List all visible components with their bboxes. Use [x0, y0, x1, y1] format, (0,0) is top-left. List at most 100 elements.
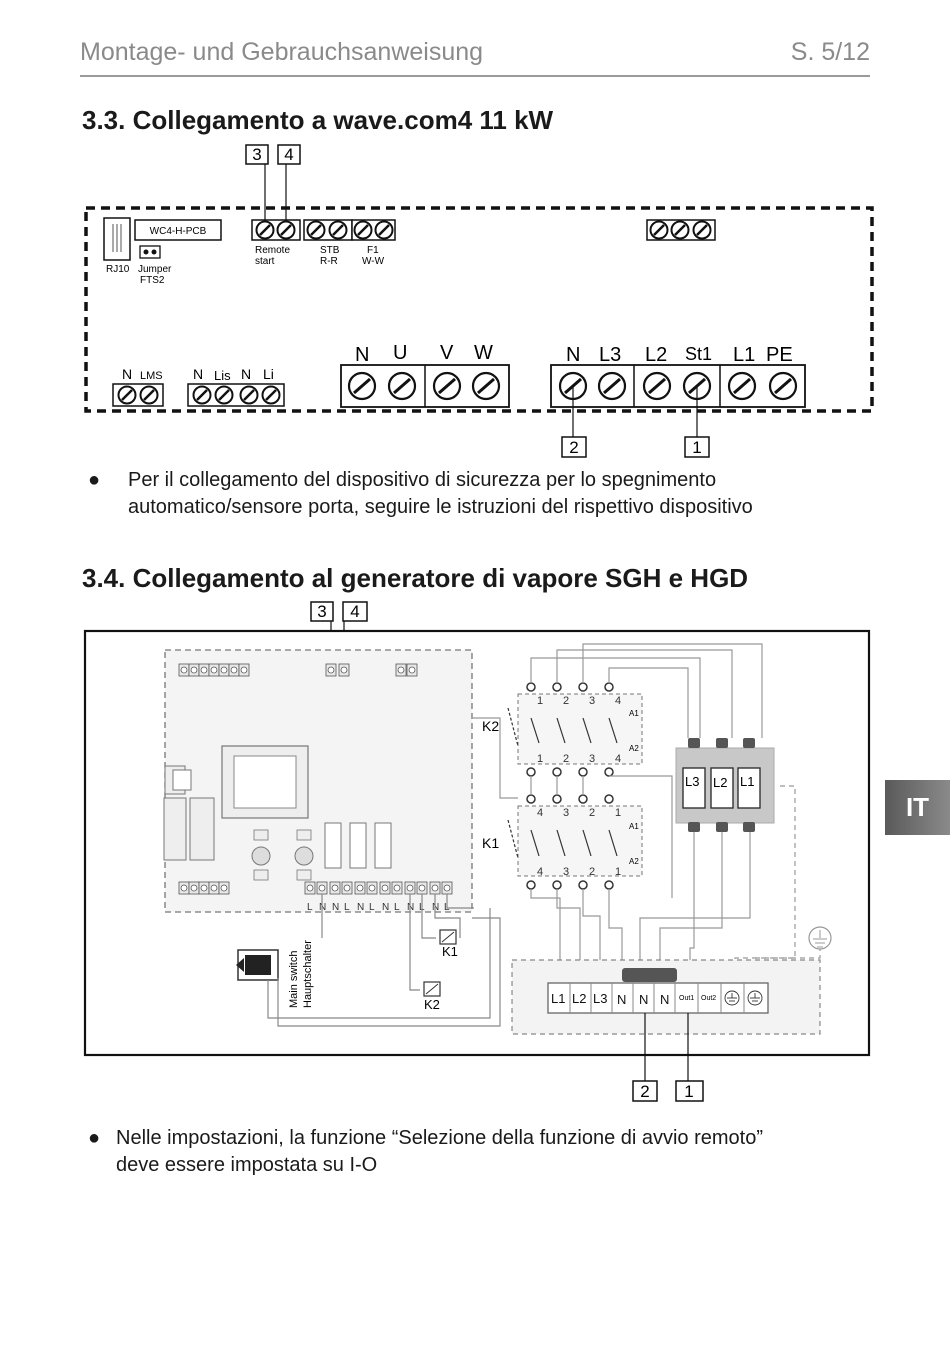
f1-label: F1	[367, 245, 379, 256]
section-3-4-title: 3.4. Collegamento al generatore di vapor…	[82, 563, 749, 593]
bullet-remote-start-setting: ● Nelle impostazioni, la funzione “Selez…	[88, 1125, 888, 1181]
nli-l-label: Li	[263, 366, 274, 382]
bullet-2-line-2: deve essere impostata su I-O	[116, 1154, 378, 1176]
k2-pole-4-bottom: 4	[615, 753, 621, 765]
k1-pole-3-bottom: 3	[563, 866, 569, 878]
k1-pole-4-bottom: 4	[537, 866, 543, 878]
fts2-label: FTS2	[140, 275, 165, 286]
coil-k2-label: K2	[424, 997, 440, 1012]
board-terminal-6: L	[369, 902, 375, 913]
term-b-pe: PE	[766, 344, 793, 366]
board-terminal-2: N	[319, 902, 326, 913]
term-a-v: V	[440, 342, 454, 364]
pcb-bottom-left-terminals	[178, 881, 230, 895]
board-terminal-1: L	[307, 902, 313, 913]
callout-2: 2	[569, 438, 578, 457]
k2-a2: A2	[629, 744, 639, 753]
strip-l3: L3	[593, 991, 607, 1006]
k2-pole-2: 2	[563, 695, 569, 707]
term-b-l2: L2	[645, 344, 667, 366]
lis-li-terminal	[187, 383, 285, 407]
callout-4-b: 4	[350, 602, 359, 621]
control-pcb	[164, 649, 473, 913]
strip-earth-icons	[724, 990, 763, 1006]
callout-2-b: 2	[640, 1082, 649, 1101]
bullet-line-1: Per il collegamento del dispositivo di s…	[128, 469, 717, 491]
board-terminal-3: N	[332, 902, 339, 913]
header-divider	[80, 75, 870, 77]
main-switch-label: Main switch	[288, 951, 300, 1008]
board-terminal-8: L	[394, 902, 400, 913]
board-terminal-9: N	[407, 902, 414, 913]
term-b-n: N	[566, 344, 580, 366]
callout-3-box	[245, 144, 269, 165]
callout-1-box	[684, 436, 710, 458]
callout-3: 3	[252, 145, 261, 164]
fuse-l1: L1	[740, 774, 754, 789]
rr-label: R-R	[320, 256, 338, 267]
term-a-w: W	[474, 342, 493, 364]
k2-pole-3: 3	[589, 695, 595, 707]
callout-2-box	[561, 436, 587, 458]
board-terminal-7: N	[382, 902, 389, 913]
jumper-label: Jumper	[138, 264, 172, 275]
callout-3-box-b	[310, 601, 334, 622]
n-bridge	[622, 968, 677, 982]
callout-3-b: 3	[317, 602, 326, 621]
callout-4-box	[277, 144, 301, 165]
strip-out2: Out2	[701, 995, 716, 1002]
controller-enclosure	[84, 206, 874, 413]
fuse-l2: L2	[713, 775, 727, 790]
term-b-l3: L3	[599, 344, 621, 366]
strip-l1: L1	[551, 991, 565, 1006]
k1-pole-1-bottom: 1	[615, 866, 621, 878]
bullet-safety-device: ● Per il collegamento del dispositivo di…	[88, 467, 868, 523]
contactor-k2-label: K2	[482, 718, 499, 734]
k1-a1: A1	[629, 822, 639, 831]
k2-pole-3-bottom: 3	[589, 753, 595, 765]
nlis-n-label: N	[193, 366, 203, 382]
k1-pole-2-bottom: 2	[589, 866, 595, 878]
k1-pole-3: 3	[563, 807, 569, 819]
bullet-dot-2: ●	[88, 1127, 101, 1149]
rj10-label: RJ10	[106, 264, 130, 275]
wiring-diagram-wave-com4: 3 4 RJ10 WC4-H-PCB Jumper FTS2 Remote st…	[84, 144, 874, 458]
term-a-n: N	[355, 344, 369, 366]
header-page-number: S. 5/12	[790, 38, 870, 66]
strip-n1: N	[617, 992, 626, 1007]
nlms-l-label: LMS	[140, 370, 163, 382]
k1-pole-4: 4	[537, 807, 543, 819]
nlms-n-label: N	[122, 366, 132, 382]
board-label-box	[134, 219, 222, 241]
pcb-relay-1	[324, 822, 342, 869]
language-tab: IT	[885, 780, 950, 835]
callout-1-box-b	[675, 1080, 704, 1102]
pcb-relay-3	[374, 822, 392, 869]
term-a-u: U	[393, 342, 407, 364]
board-terminal-4: L	[344, 902, 350, 913]
contactor-k2	[517, 693, 643, 765]
fuse-l3: L3	[685, 774, 699, 789]
nli-n-label: N	[241, 366, 251, 382]
stb-label: STB	[320, 245, 340, 256]
bullet-line-2: automatico/sensore porta, seguire le ist…	[128, 496, 753, 518]
k2-a1: A1	[629, 709, 639, 718]
language-tab-label: IT	[905, 792, 930, 822]
pcb-relay-2	[349, 822, 367, 869]
ww-label: W-W	[362, 256, 385, 267]
bullet-2-line-1: Nelle impostazioni, la funzione “Selezio…	[116, 1127, 764, 1149]
header-document-title: Montage- und Gebrauchsanweisung	[80, 38, 484, 66]
callout-1: 1	[692, 438, 701, 457]
k2-pole-1: 1	[537, 695, 543, 707]
term-b-st1: St1	[685, 344, 712, 364]
callout-4: 4	[284, 145, 293, 164]
strip-out1: Out1	[679, 995, 694, 1002]
jumper-fts2	[139, 245, 161, 259]
coil-k1-label: K1	[442, 944, 458, 959]
hauptschalter-label: Hauptschalter	[302, 940, 314, 1008]
k1-pole-1: 1	[615, 807, 621, 819]
k1-a2: A2	[629, 857, 639, 866]
callout-2-box-b	[632, 1080, 658, 1102]
callout-4-box-b	[342, 601, 368, 622]
power-terminal-block	[550, 364, 806, 408]
